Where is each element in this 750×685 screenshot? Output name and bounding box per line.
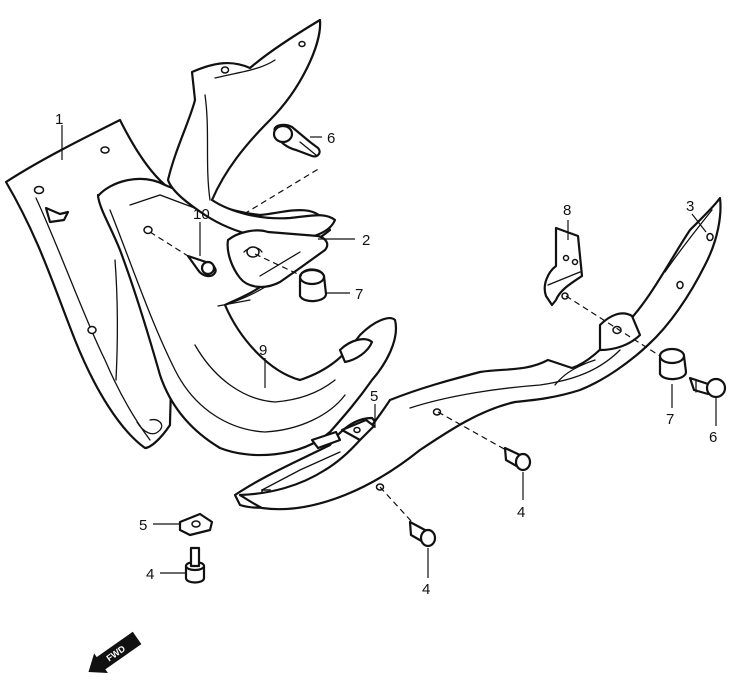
callout-6-upper: 6 — [327, 130, 335, 147]
part-4-screw-lower — [408, 520, 437, 548]
upper-frame-panel — [143, 18, 337, 242]
part-7-grommet-left — [298, 268, 328, 303]
callout-8: 8 — [563, 202, 571, 219]
fwd-arrow-icon: FWD — [88, 631, 142, 674]
part-5-clip-nut-upper — [310, 418, 376, 450]
part-6-bolt-right — [688, 376, 727, 399]
callout-1: 1 — [55, 111, 63, 128]
part-5-clip-nut-lower — [178, 512, 214, 537]
callout-3: 3 — [686, 198, 694, 215]
callout-7-right: 7 — [666, 411, 674, 428]
part-7-grommet-right — [658, 347, 688, 381]
part-6-bolt-upper — [272, 123, 321, 158]
callout-6-right: 6 — [709, 429, 717, 446]
part-4-screw-right — [503, 446, 532, 472]
callout-5-upper: 5 — [370, 388, 378, 405]
part-10-screw — [186, 254, 217, 278]
part-1-tab — [44, 206, 70, 224]
callout-7-left: 7 — [355, 286, 363, 303]
part-9-inner-shield — [96, 177, 398, 457]
callout-2: 2 — [362, 232, 370, 249]
part-1-leg-shield — [4, 118, 172, 450]
callout-10: 10 — [193, 206, 210, 223]
callout-4-right: 4 — [517, 504, 525, 521]
callout-9: 9 — [259, 342, 267, 359]
part-4-nut-left — [184, 546, 206, 584]
callout-5-lower: 5 — [139, 517, 147, 534]
callout-4-lower: 4 — [422, 581, 430, 598]
callout-4-left: 4 — [146, 566, 154, 583]
part-3-side-cover — [238, 196, 722, 511]
part-8-clip-bracket — [543, 226, 584, 307]
